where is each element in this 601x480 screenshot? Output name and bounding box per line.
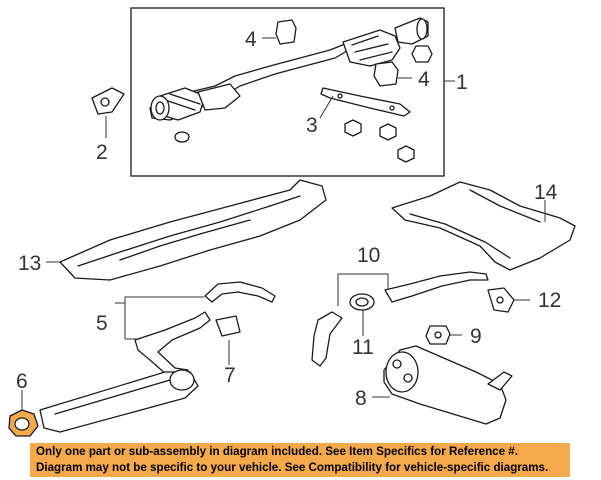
intermediate-pipe-10 [311, 271, 489, 367]
clamp-11 [349, 293, 375, 311]
callout-14: 14 [534, 181, 558, 204]
compatibility-notice-banner: Only one part or sub-assembly in diagram… [30, 443, 570, 477]
callout-2: 2 [96, 141, 108, 164]
muffler-8 [383, 345, 513, 425]
gasket-2 [91, 87, 125, 115]
nuts-and-bolts [344, 119, 415, 163]
leader-lines [21, 37, 546, 410]
rear-pipe-assembly [39, 369, 199, 433]
callout-11: 11 [352, 336, 374, 359]
callout-12: 12 [538, 289, 561, 312]
callout-13: 13 [18, 252, 41, 275]
callout-5: 5 [96, 312, 108, 335]
callout-3: 3 [306, 114, 318, 137]
assembly-frame [130, 7, 445, 177]
notice-line-2: Diagram may not be specific to your vehi… [36, 461, 549, 474]
callout-1: 1 [456, 71, 468, 94]
heat-shield-13 [59, 179, 327, 281]
exhaust-pipe-5 [134, 281, 276, 379]
callout-8: 8 [355, 387, 367, 410]
notice-line-1: Only one part or sub-assembly in diagram… [36, 445, 518, 458]
front-pipe-catalytic-converter [149, 17, 429, 143]
callout-7: 7 [224, 364, 236, 387]
hanger-bracket [320, 87, 411, 117]
hanger-12 [487, 287, 515, 313]
gasket-6 [8, 409, 39, 437]
callout-4-lower: 4 [418, 68, 430, 91]
callout-4-upper: 4 [245, 28, 257, 51]
clamp-7 [215, 315, 241, 337]
callout-9: 9 [470, 325, 482, 348]
insulator-9 [425, 325, 451, 345]
callout-6: 6 [16, 370, 28, 393]
hanger-insulators [275, 19, 433, 87]
callout-10: 10 [357, 244, 380, 267]
crossmember-14 [391, 181, 576, 271]
